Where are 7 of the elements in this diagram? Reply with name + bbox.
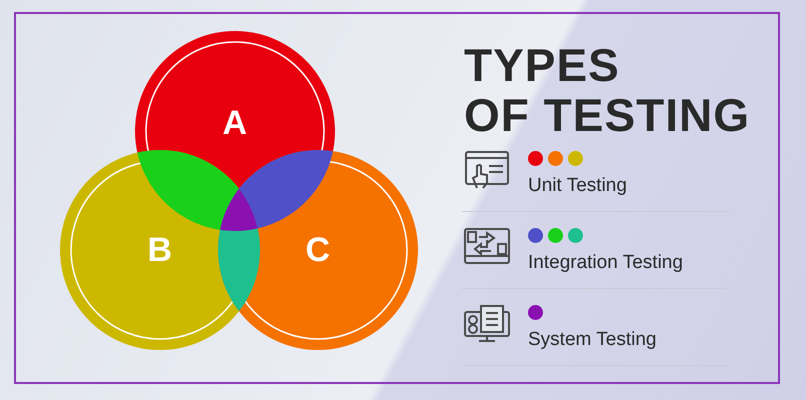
set-label: B (148, 231, 172, 269)
set-label: C (306, 231, 330, 269)
legend-label: Unit Testing (528, 175, 627, 197)
legend-label: System Testing (528, 329, 656, 351)
title: TYPES OF TESTING (464, 40, 750, 140)
legend-label: Integration Testing (528, 252, 683, 274)
set-label: A (222, 104, 248, 142)
